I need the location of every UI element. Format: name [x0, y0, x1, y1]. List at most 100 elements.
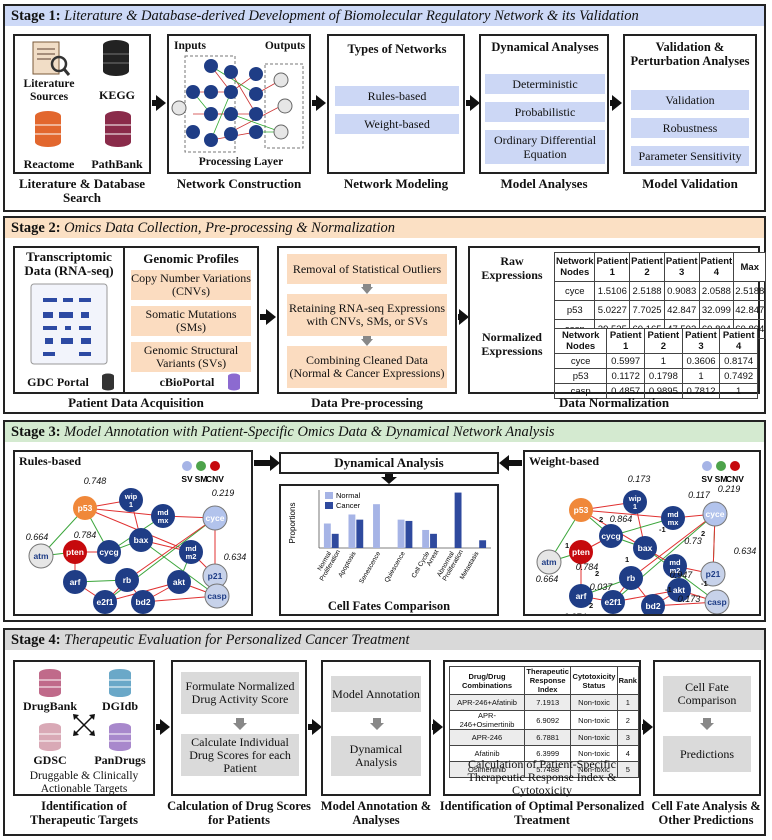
edge-weight: 1: [625, 555, 629, 564]
sources-box: Literature Sources KEGG Reactome PathBan…: [13, 34, 151, 174]
val-robustness: Robustness: [631, 118, 749, 138]
drugbank-icon: [39, 669, 61, 697]
acq-label: Patient Data Acquisition: [68, 395, 204, 410]
pandrugs-icon: [109, 723, 131, 751]
edge-weight: -1: [701, 579, 708, 588]
network-edge: [630, 513, 716, 579]
legend-label: SM: [715, 474, 728, 484]
node-label: cycg: [601, 531, 620, 541]
bar-normal: [373, 504, 380, 548]
node-label: bd2: [645, 601, 660, 611]
bar-cancer: [454, 492, 462, 548]
node-cycg: [97, 540, 121, 564]
flow-arrow-head: [470, 95, 480, 111]
drug-cell: 5.7488: [523, 761, 572, 778]
node-label: p21: [706, 569, 721, 579]
legend-label: SV: [701, 474, 713, 484]
node-label: akt: [173, 577, 185, 587]
fate-label: Cell Fate Analysis & Other Predictions: [651, 799, 761, 827]
node-bd2: [131, 590, 155, 614]
norm-header-cell: Patient 2: [644, 328, 683, 354]
node-label: bax: [638, 543, 653, 553]
drug-cell: Non-toxic: [570, 761, 618, 778]
stage-2-header: Stage 2: Omics Data Collection, Pre-proc…: [5, 218, 764, 238]
network-modeling-box: Types of Networks Rules-based Weight-bas…: [327, 34, 465, 174]
dyn-ode: Ordinary Differential Equation: [485, 130, 605, 164]
node-pten: [569, 540, 593, 564]
down-arrow-icon: [370, 718, 384, 730]
edge-weight: -1: [659, 525, 666, 534]
legend-dot: [210, 461, 220, 471]
raw-cell: 0.9083: [663, 281, 700, 301]
node-label: p53: [78, 503, 93, 513]
norm-cell: casp: [553, 383, 608, 399]
validation-label: Model Validation: [642, 176, 738, 191]
x-tick-label: Senescence: [358, 550, 382, 585]
node-atm: [28, 543, 54, 569]
norm-cell: 0.1172: [606, 368, 646, 384]
drug-header-cell: Cytotoxicity Status: [570, 666, 618, 695]
flow-arrow: [466, 100, 471, 106]
down-arrow-icon: [233, 718, 247, 730]
sm-item: Somatic Mutations (SMs): [131, 306, 251, 336]
node-arf: [569, 584, 593, 608]
node-wip1: [623, 490, 647, 514]
gdc-portal: GDC Portal: [27, 375, 89, 389]
node-label: m2: [670, 566, 681, 575]
raw-cell: cyce: [553, 281, 596, 301]
legend-dot: [716, 461, 726, 471]
raw-cell: 32.099: [698, 300, 735, 320]
dyn-deterministic: Deterministic: [485, 74, 605, 94]
edge-weight: -1: [665, 585, 672, 594]
tri-caption: Calculation of Patient-Specific Therapeu…: [467, 757, 617, 797]
node-label: mx: [158, 516, 170, 525]
legend-swatch: [325, 502, 333, 509]
node-label: e2f1: [604, 597, 621, 607]
x-tick-label: NormalProliferation: [313, 545, 343, 582]
targets-note: Druggable & Clinically Actionable Target…: [29, 770, 139, 795]
flow-arrow: [260, 314, 267, 320]
acquisition-box: Transcriptomic Data (RNA-seq) GDC Portal…: [13, 246, 259, 394]
drug-cell: 1: [616, 694, 640, 711]
dgidb-icon: [109, 669, 131, 697]
legend-label: SM: [195, 474, 208, 484]
anno-label: Model Annotation & Analyses: [320, 799, 432, 827]
drug-cell: Non-toxic: [570, 729, 618, 746]
node-label: m2: [186, 552, 197, 561]
node-label: mx: [668, 518, 680, 527]
legend-label: SV: [181, 474, 193, 484]
sv-item: Genomic Structural Variants (SVs): [131, 342, 251, 372]
dyn-title: Dynamical Analyses: [491, 40, 599, 54]
raw-cell: 1.5106: [594, 281, 631, 301]
legend-dot: [196, 461, 206, 471]
weight-title: Weight-based: [529, 454, 600, 468]
edge-weight: 2: [701, 529, 705, 538]
node-label: md: [667, 510, 679, 519]
node-value: 0.173: [628, 474, 651, 484]
dyn-probabilistic: Probabilistic: [485, 102, 605, 122]
drug-cell: APR-246: [449, 729, 525, 746]
norm-header-cell: Network Nodes: [553, 328, 608, 354]
node-pten: [63, 540, 87, 564]
norm-cell: 0.1798: [644, 368, 683, 384]
bar-normal: [422, 529, 430, 548]
flow-arrow-head: [612, 95, 622, 111]
node-value: 0.784: [576, 562, 599, 572]
model-analyses-box: Dynamical Analyses Deterministic Probabi…: [479, 34, 609, 174]
divider: [123, 248, 125, 392]
search-label: Literature & Database Search: [18, 176, 146, 205]
cnv-item: Copy Number Variations (CNVs): [131, 270, 251, 300]
node-label: atm: [541, 557, 557, 567]
dyn-analysis-title: Dynamical Analysis: [334, 455, 444, 470]
node-rb: [115, 568, 139, 592]
stage-2-panel: Stage 2: Omics Data Collection, Pre-proc…: [3, 216, 767, 414]
legend-label: CNV: [206, 474, 224, 484]
raw-header-cell: Patient 1: [594, 252, 631, 282]
flow-arrow-head: [270, 455, 280, 471]
